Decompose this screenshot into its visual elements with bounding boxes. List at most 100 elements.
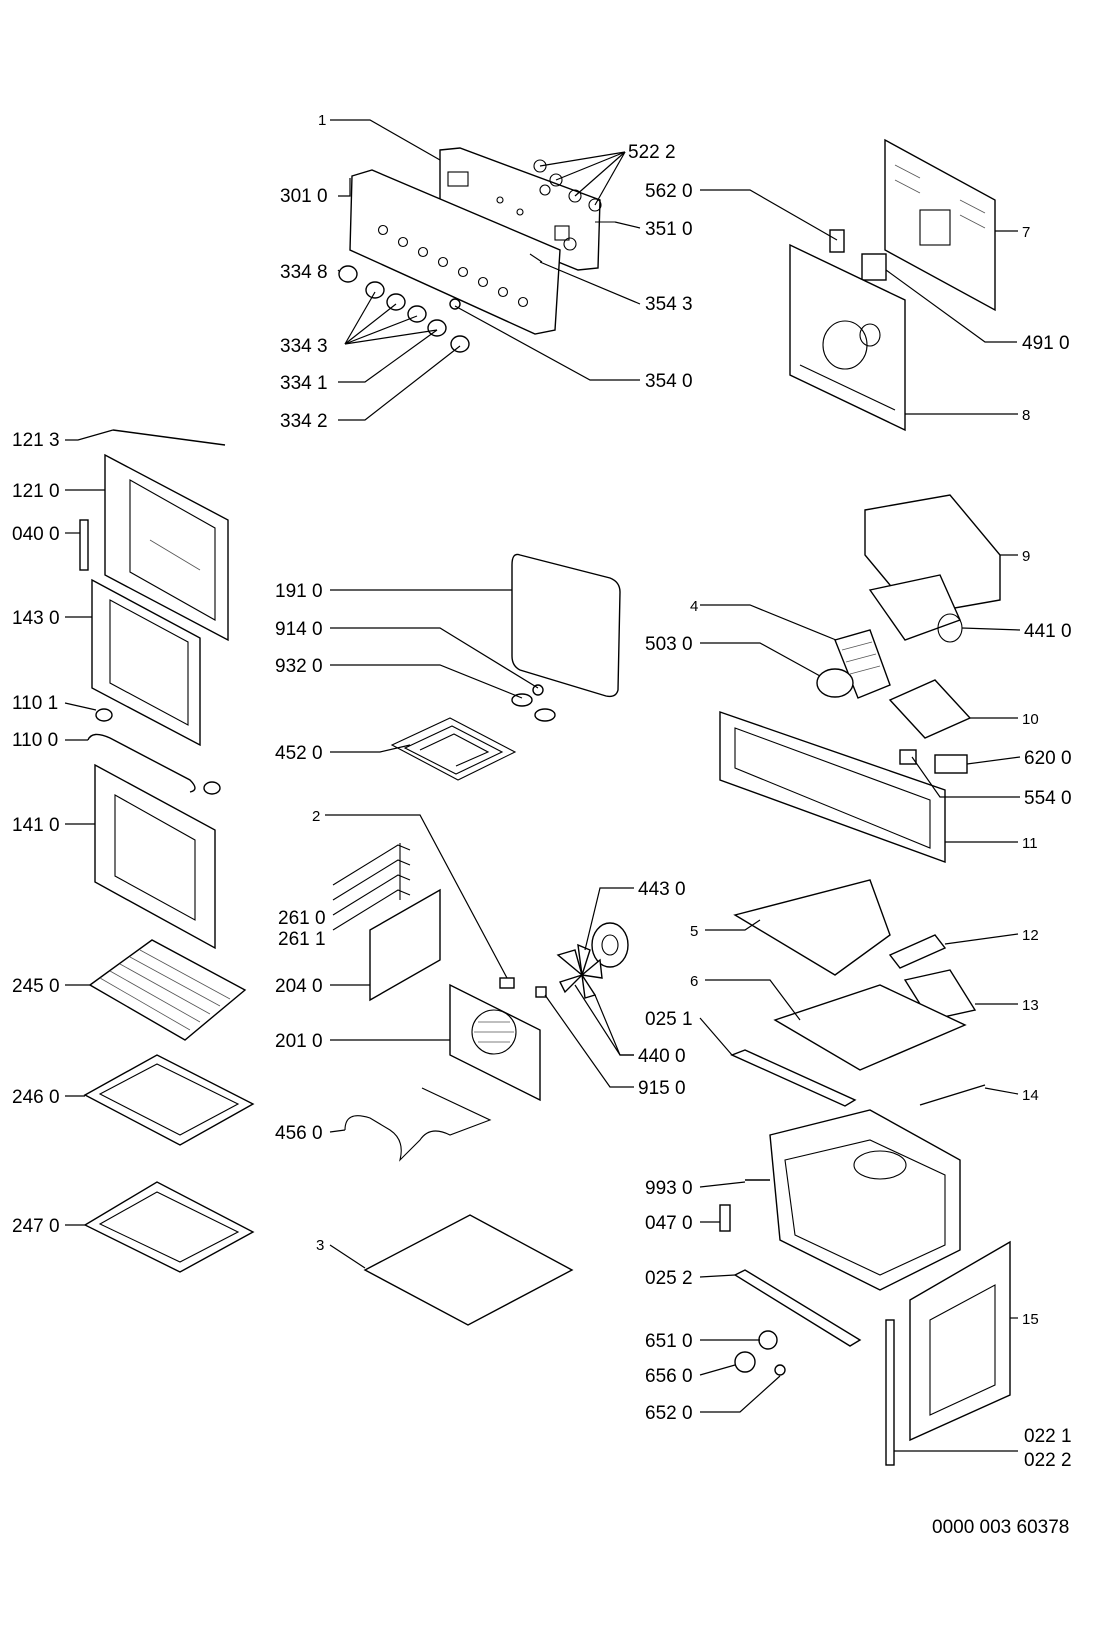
part-fan-blade [556,943,603,999]
label-6: 6 [690,973,698,990]
part-base-plate [773,984,967,1071]
part-lamp-holder [758,1330,778,1350]
part-connector-2 [534,708,556,722]
label-503-0: 503 0 [645,634,693,655]
label-354-3: 354 3 [645,294,693,315]
label-121-3: 121 3 [12,430,60,451]
label-334-8: 334 8 [280,262,328,283]
part-bracket-10 [888,679,972,739]
part-fan-nut [535,986,547,998]
label-651-0: 651 0 [645,1331,693,1352]
part-outer-glass [94,763,216,950]
label-915-0: 915 0 [638,1078,686,1099]
part-top-deflector [733,879,891,976]
part-rail-2 [733,1269,862,1347]
part-lamp-cover [734,1351,756,1373]
label-110-1: 110 1 [12,693,58,714]
part-relay [899,749,917,765]
part-hinge [79,519,89,571]
label-204-0: 204 0 [275,976,323,997]
label-3: 3 [316,1237,324,1254]
label-554-0: 554 0 [1024,788,1072,809]
leader-lines [64,119,1021,1452]
label-15: 15 [1022,1311,1039,1328]
part-spring-354-3 [529,253,543,263]
label-1: 1 [318,112,326,129]
part-lower-element [344,1087,492,1162]
part-latch [719,1204,731,1232]
part-rear-cover [884,138,996,312]
label-656-0: 656 0 [645,1366,693,1387]
label-121-0: 121 0 [12,481,60,502]
label-334-3: 334 3 [280,336,328,357]
label-261-1: 261 1 [278,929,326,950]
label-12: 12 [1022,927,1039,944]
part-fan-back-plate [789,243,906,432]
label-247-0: 247 0 [12,1216,60,1237]
label-334-1: 334 1 [280,373,328,394]
part-wire-rack [88,939,247,1041]
label-110-0: 110 0 [12,730,58,751]
label-354-0: 354 0 [645,371,693,392]
label-522-2: 522 2 [628,142,676,163]
part-nut [532,684,544,696]
part-connector [511,693,533,707]
document-number: 0000 003 60378 [932,1517,1069,1538]
part-lamp [774,1364,786,1376]
label-932-0: 932 0 [275,656,323,677]
label-040-0: 040 0 [12,524,60,545]
part-small-motor [816,668,854,698]
label-11: 11 [1022,835,1038,852]
part-inner-glass [91,578,201,747]
part-door-gasket [511,553,621,698]
label-191-0: 191 0 [275,581,323,602]
part-bottom-plate [363,1214,574,1326]
part-side-panel [909,1240,1011,1442]
part-small-bracket [499,977,515,989]
label-025-2: 025 2 [645,1268,693,1289]
part-bracket-562 [829,229,845,253]
label-2: 2 [312,808,320,825]
label-9: 9 [1022,548,1030,565]
label-10: 10 [1022,711,1039,728]
part-rail-1 [730,1049,857,1107]
label-993-0: 993 0 [645,1178,693,1199]
part-strip-14 [919,1084,986,1106]
label-441-0: 441 0 [1024,621,1072,642]
part-handle [87,733,196,793]
part-handle-end [95,708,113,722]
part-door-frame [104,453,229,642]
part-knobs [338,265,470,353]
part-side-plate [369,888,441,1002]
part-side-rail [885,1319,895,1466]
label-914-0: 914 0 [275,619,323,640]
label-443-0: 443 0 [638,879,686,900]
label-14: 14 [1022,1087,1039,1104]
part-bracket-491 [861,253,887,281]
label-334-2: 334 2 [280,411,328,432]
label-620-0: 620 0 [1024,748,1072,769]
part-grill-element [390,717,517,781]
label-047-0: 047 0 [645,1213,693,1234]
label-022-1: 022 1 [1024,1426,1072,1447]
label-246-0: 246 0 [12,1087,60,1108]
label-452-0: 452 0 [275,743,323,764]
label-301-0: 301 0 [280,186,328,207]
part-oven-cavity [769,1109,961,1291]
label-143-0: 143 0 [12,608,60,629]
label-201-0: 201 0 [275,1031,323,1052]
label-652-0: 652 0 [645,1403,693,1424]
part-deep-tray [83,1181,255,1273]
label-562-0: 562 0 [645,181,693,202]
label-141-0: 141 0 [12,815,60,836]
label-4: 4 [690,598,698,615]
part-fan-cover [449,983,541,1102]
label-440-0: 440 0 [638,1046,686,1067]
label-13: 13 [1022,997,1039,1014]
part-bracket-12 [888,934,947,969]
part-door-strip [112,429,226,446]
label-491-0: 491 0 [1022,333,1070,354]
part-switches [533,159,602,212]
label-025-1: 025 1 [645,1009,693,1030]
